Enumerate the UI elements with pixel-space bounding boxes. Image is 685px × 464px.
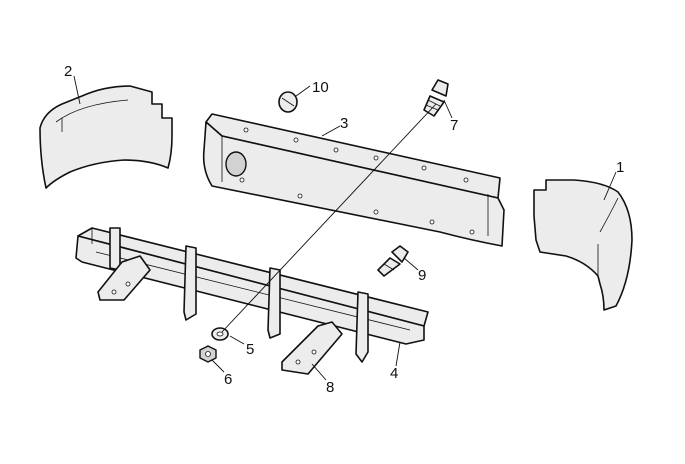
callout-7: 7: [450, 117, 458, 134]
part-2-left-end-cap: [39, 85, 173, 189]
leader-4: [395, 341, 401, 367]
callout-8: 8: [326, 379, 334, 396]
leader-8: [311, 363, 327, 381]
part-3-reinforcement-channel: [202, 113, 505, 247]
callout-6: 6: [224, 371, 232, 388]
callout-10: 10: [312, 79, 329, 96]
callout-9: 9: [418, 267, 426, 284]
part-8-braces: [97, 255, 343, 375]
part-10-plug: [278, 91, 298, 113]
callout-4: 4: [390, 365, 398, 382]
part-7-upper-bolt: [423, 79, 449, 117]
leader-6: [211, 359, 225, 373]
leader-3: [321, 125, 341, 137]
callout-3: 3: [340, 115, 348, 132]
part-9-lower-bolt: [377, 245, 409, 277]
part-1-right-end-cap: [533, 179, 633, 311]
leader-2: [73, 75, 81, 105]
leader-9: [403, 257, 419, 271]
callout-5: 5: [246, 341, 254, 358]
part-5-washer: [211, 327, 229, 341]
leader-10: [295, 85, 311, 97]
callout-1: 1: [616, 159, 624, 176]
part-6-nut: [199, 345, 217, 363]
part-4-mounting-rail: [75, 227, 429, 345]
callout-2: 2: [64, 63, 72, 80]
leader-1: [603, 171, 617, 201]
leader-5: [229, 335, 245, 345]
assembly-axis-line: [221, 103, 437, 333]
leader-7: [443, 99, 453, 119]
